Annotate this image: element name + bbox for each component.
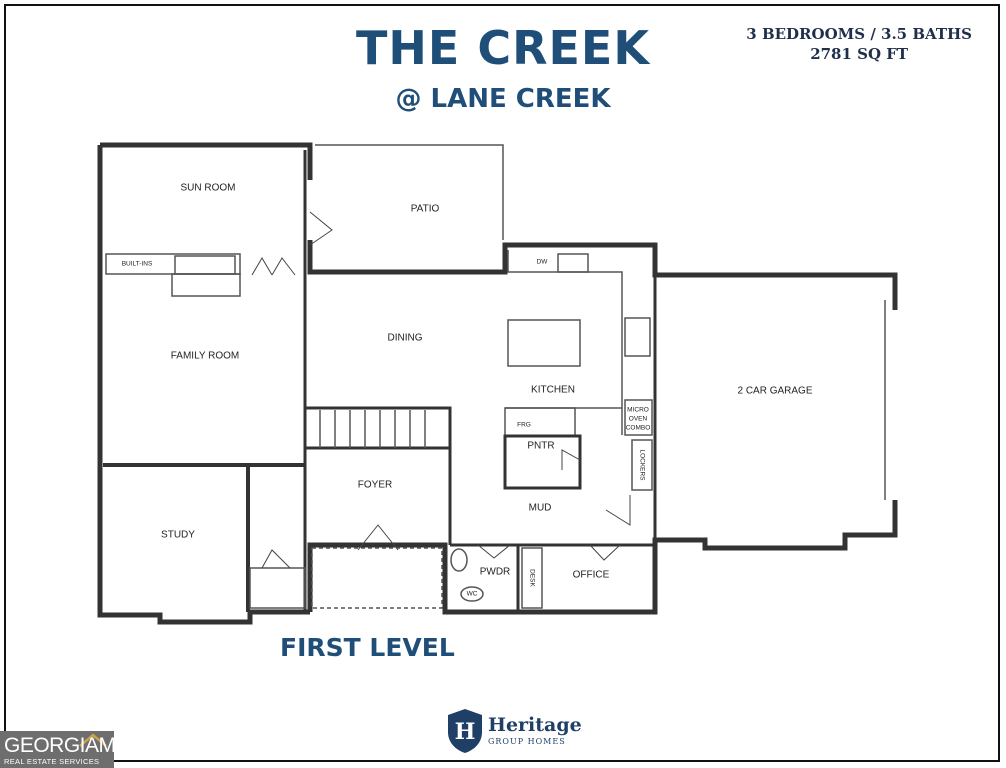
room-powder: PWDR <box>480 567 511 578</box>
specs-block: 3 BEDROOMS / 3.5 BATHS 2781 SQ FT <box>746 24 972 64</box>
label-desk: DESK <box>528 569 535 587</box>
room-dining: DINING <box>388 333 423 344</box>
page-border <box>4 4 1000 762</box>
room-family-room: FAMILY ROOM <box>171 351 240 362</box>
heritage-logo: H Heritage GROUP HOMES <box>446 708 582 754</box>
mls-subtitle: REAL ESTATE SERVICES <box>4 757 100 766</box>
mls-brand: GEORGIAMLS <box>4 734 141 757</box>
logo-letter: H <box>455 719 476 745</box>
door-swings <box>251 211 631 569</box>
label-dishwasher: DW <box>537 259 549 266</box>
room-sun-room: SUN ROOM <box>181 183 236 194</box>
room-kitchen: KITCHEN <box>531 385 575 396</box>
plan-subtitle: @ LANE CREEK <box>395 84 611 114</box>
room-patio: PATIO <box>411 204 440 215</box>
room-study: STUDY <box>161 530 195 541</box>
specs-bedrooms-baths: 3 BEDROOMS / 3.5 BATHS <box>746 25 972 43</box>
room-office: OFFICE <box>573 570 610 581</box>
room-garage: 2 CAR GARAGE <box>737 386 812 397</box>
label-wc: WC <box>467 591 478 598</box>
roof-icon <box>79 733 107 747</box>
logo-text: Heritage GROUP HOMES <box>488 716 582 746</box>
logo-subtitle: GROUP HOMES <box>488 737 566 746</box>
label-fridge: FRG <box>517 422 531 429</box>
label-oven: OVEN <box>629 416 648 423</box>
shield-icon: H <box>448 709 482 753</box>
logo-name: Heritage <box>488 714 582 736</box>
label-micro: MICRO <box>627 407 649 414</box>
interior-walls <box>103 144 886 612</box>
label-combo: COMBO <box>626 425 651 432</box>
room-foyer: FOYER <box>358 480 392 491</box>
georgia-mls-watermark: GEORGIAMLS REAL ESTATE SERVICES <box>0 731 141 768</box>
room-mud: MUD <box>529 503 552 514</box>
level-label: FIRST LEVEL <box>280 633 455 662</box>
label-built-ins: BUILT-INS <box>122 261 153 268</box>
specs-square-feet: 2781 SQ FT <box>810 45 909 63</box>
exterior-walls <box>97 142 898 625</box>
plan-title: THE CREEK <box>356 21 650 75</box>
room-pantry: PNTR <box>527 441 554 452</box>
label-lockers: LOCKERS <box>638 449 645 481</box>
